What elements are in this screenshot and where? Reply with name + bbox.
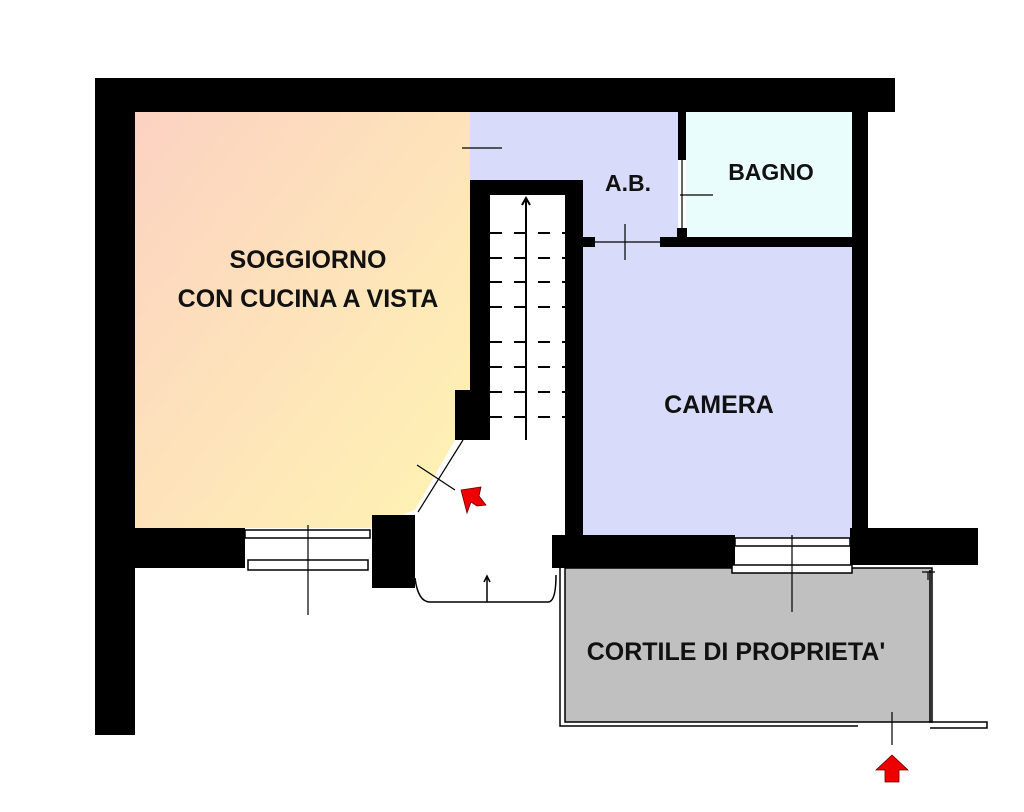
- room-camera: [583, 245, 852, 538]
- label-soggiorno: SOGGIORNO: [230, 246, 387, 274]
- internal-entrance-arrow-icon: [460, 486, 487, 515]
- walls: [95, 78, 978, 735]
- cortile-fence: [559, 568, 988, 729]
- label-bagno: BAGNO: [728, 159, 814, 185]
- staircase: [414, 195, 565, 603]
- doors: [307, 147, 935, 745]
- room-soggiorno: [135, 112, 470, 528]
- label-ab: A.B.: [605, 170, 651, 196]
- room-cortile: [564, 567, 933, 723]
- label-camera: CAMERA: [664, 391, 774, 419]
- entrance-arrow-icon: [874, 754, 910, 783]
- room-bagno: [686, 112, 852, 237]
- label-cortile: CORTILE DI PROPRIETA': [587, 638, 886, 666]
- label-soggiorno-sub: CON CUCINA A VISTA: [178, 285, 439, 313]
- room-stairs: [490, 195, 565, 435]
